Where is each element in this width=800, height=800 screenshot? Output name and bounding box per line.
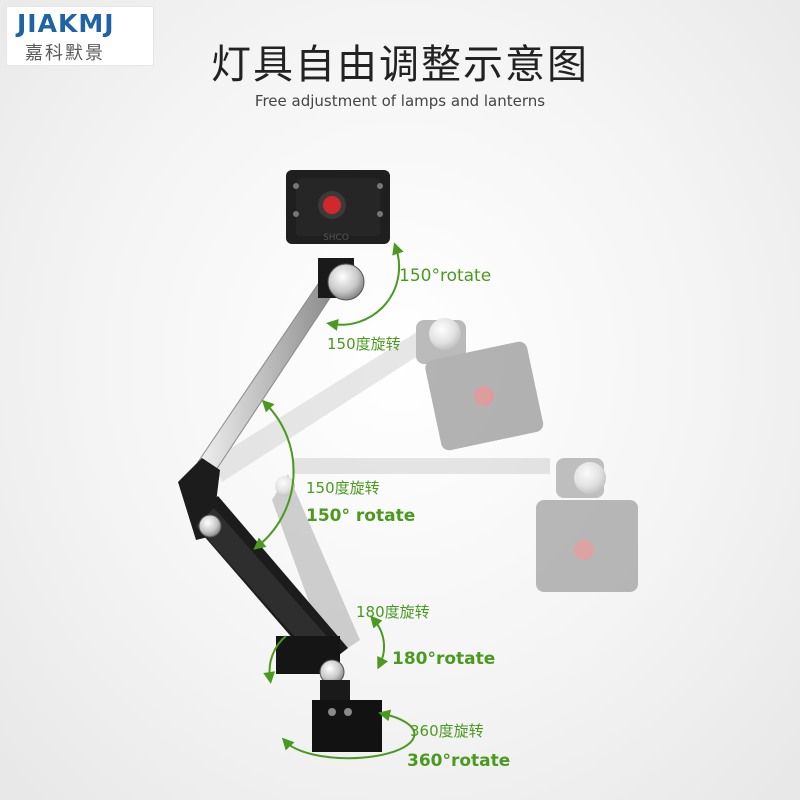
page-subtitle: Free adjustment of lamps and lanterns (254, 92, 546, 110)
base-hinge-label-cn: 180度旋转 (356, 603, 430, 621)
ghost-lamp-position-far (272, 458, 638, 660)
head-rotate-label-cn: 150度旋转 (327, 335, 401, 353)
brand-name-cn: 嘉科默景 (25, 43, 105, 64)
rotation-arrows (253, 242, 416, 760)
brand-name-en: JIAKMJ (17, 9, 115, 38)
arm-rotate-label-cn: 150度旋转 (306, 479, 380, 497)
base-swivel-label-cn: 360度旋转 (410, 722, 484, 740)
lamp-marking: SHCO (323, 233, 349, 243)
arm-rotate-label-en: 150° rotate (306, 506, 416, 526)
base-hinge-arrow (370, 615, 389, 670)
head-rotate-arrow (326, 242, 404, 331)
base-swivel-arrow (281, 709, 416, 760)
lamp-main: SHCO (178, 170, 390, 752)
page-title: 灯具自由调整示意图 (211, 42, 589, 88)
base-hinge-label-en: 180°rotate (392, 649, 496, 669)
base-swivel-label-en: 360°rotate (407, 751, 511, 771)
head-rotate-label-en: 150°rotate (399, 266, 492, 286)
brand-logo: JIAKMJ 嘉科默景 (6, 6, 154, 66)
arm-rotate-arrow (253, 399, 295, 550)
